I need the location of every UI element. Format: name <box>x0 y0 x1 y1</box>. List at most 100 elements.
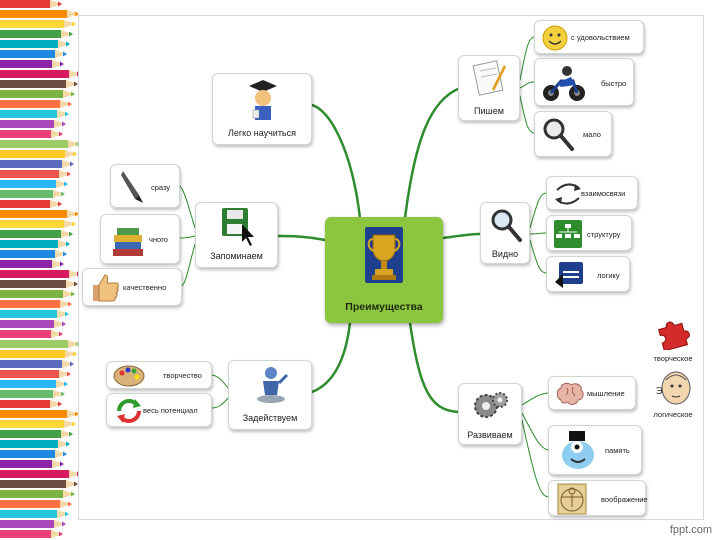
leaf-little[interactable]: мало <box>534 111 612 157</box>
pencil <box>0 100 72 108</box>
pencil <box>0 350 77 358</box>
leaf-connector <box>181 243 196 287</box>
pencil <box>0 20 76 28</box>
leaf-potential[interactable]: весь потенциал <box>106 393 212 427</box>
pencil <box>0 290 75 298</box>
pencil <box>0 90 75 98</box>
leaf-imagination-label: воображение <box>601 495 648 504</box>
arrows-icon <box>555 183 581 205</box>
pencil <box>0 190 65 198</box>
pencil <box>0 500 72 508</box>
connector-engage <box>310 321 352 394</box>
pencil <box>0 0 62 8</box>
pencil <box>0 430 73 438</box>
pencil <box>0 210 79 218</box>
side-note-creative: творческое <box>648 316 698 366</box>
gears-icon <box>474 392 508 418</box>
pencil <box>0 400 62 408</box>
pencil <box>0 310 69 318</box>
pencil <box>0 30 73 38</box>
pencil <box>0 380 68 388</box>
leaf-creativity[interactable]: творчество <box>106 361 212 389</box>
pencil <box>0 250 67 258</box>
pencil <box>0 170 71 178</box>
leaf-relations[interactable]: взаимосвязи <box>546 176 638 210</box>
pencil <box>0 360 74 368</box>
figure-icon <box>257 367 289 403</box>
pencil <box>0 150 77 158</box>
pencil <box>0 10 79 18</box>
floppy-disk-icon <box>222 208 254 246</box>
brain-icon <box>556 382 584 405</box>
pencil <box>0 520 66 528</box>
leaf-instantly[interactable]: сразу <box>110 164 180 208</box>
leaf-connector <box>519 36 535 81</box>
branch-engage[interactable]: Задействуем <box>228 360 312 430</box>
side-note-creative-label: творческое <box>653 354 693 363</box>
branch-memorize[interactable]: Запоминаем <box>195 202 278 268</box>
connector-write <box>403 86 462 220</box>
leaf-much-label: чного <box>149 235 168 244</box>
pencil <box>0 410 79 418</box>
branch-develop[interactable]: Развиваем <box>458 383 522 445</box>
structure-icon <box>554 220 582 248</box>
leaf-potential-label: весь потенциал <box>143 406 198 415</box>
central-topic-label: Преимущества <box>345 301 423 313</box>
side-note-logical: Э логическое <box>646 368 700 422</box>
pencil <box>0 320 66 328</box>
leaf-imagination[interactable]: воображение <box>548 480 648 516</box>
leaf-thinking-label: мышление <box>587 389 625 398</box>
branch-learn[interactable]: Легко научиться <box>212 73 312 145</box>
thumbs-up-icon <box>93 274 119 302</box>
leaf-connector <box>211 374 229 389</box>
pencil <box>0 130 63 138</box>
branch-see[interactable]: Видно <box>480 202 530 264</box>
pencil <box>0 440 70 448</box>
leaf-connector <box>519 81 535 89</box>
branch-develop-label: Развиваем <box>467 430 513 440</box>
leaf-connector <box>529 192 547 229</box>
leaf-connector <box>529 239 547 274</box>
connector-memorize <box>276 234 327 242</box>
leaf-quality[interactable]: качественно <box>82 268 182 306</box>
pencil <box>0 280 78 288</box>
leaf-memory[interactable]: память <box>548 425 642 475</box>
pencil <box>0 160 74 168</box>
pencil <box>0 230 73 238</box>
vitruvian-icon <box>557 483 587 515</box>
connector-develop <box>408 321 460 414</box>
leaf-connector <box>521 392 549 406</box>
pencil <box>0 390 65 398</box>
leaf-connectors <box>179 36 549 498</box>
character-icon <box>562 431 594 469</box>
pencil <box>0 420 76 428</box>
central-topic[interactable]: Преимущества <box>325 217 443 323</box>
branch-write[interactable]: Пишем <box>458 55 520 121</box>
pencil <box>0 510 69 518</box>
side-note-logical-label: логическое <box>653 410 693 419</box>
pencil <box>0 180 68 188</box>
leaf-structure-label: структуру <box>587 230 621 239</box>
leaf-fast[interactable]: быстро <box>534 58 634 106</box>
leaf-logic[interactable]: логику <box>546 256 630 292</box>
palette-icon <box>113 365 145 387</box>
leaf-with-pleasure[interactable]: с удовольствием <box>534 20 644 54</box>
cycle-arrows-icon <box>117 399 141 423</box>
svg-text:Э: Э <box>656 386 663 397</box>
pencil <box>0 50 67 58</box>
puzzle-icon <box>658 321 690 350</box>
leaf-thinking[interactable]: мышление <box>548 376 636 410</box>
leaf-structure[interactable]: структуру <box>546 215 632 251</box>
pencil <box>0 260 64 268</box>
leaf-much[interactable]: чного <box>100 214 180 264</box>
leaf-connector <box>529 232 547 235</box>
magnifier-icon <box>543 118 574 151</box>
leaf-connector <box>179 235 196 239</box>
leaf-memory-label: память <box>605 446 630 455</box>
colored-pencils-border <box>0 0 80 538</box>
leaf-connector <box>519 95 535 134</box>
pencil <box>0 220 76 228</box>
leaf-logic-label: логику <box>597 271 620 280</box>
branch-engage-label: Задействуем <box>242 413 298 423</box>
